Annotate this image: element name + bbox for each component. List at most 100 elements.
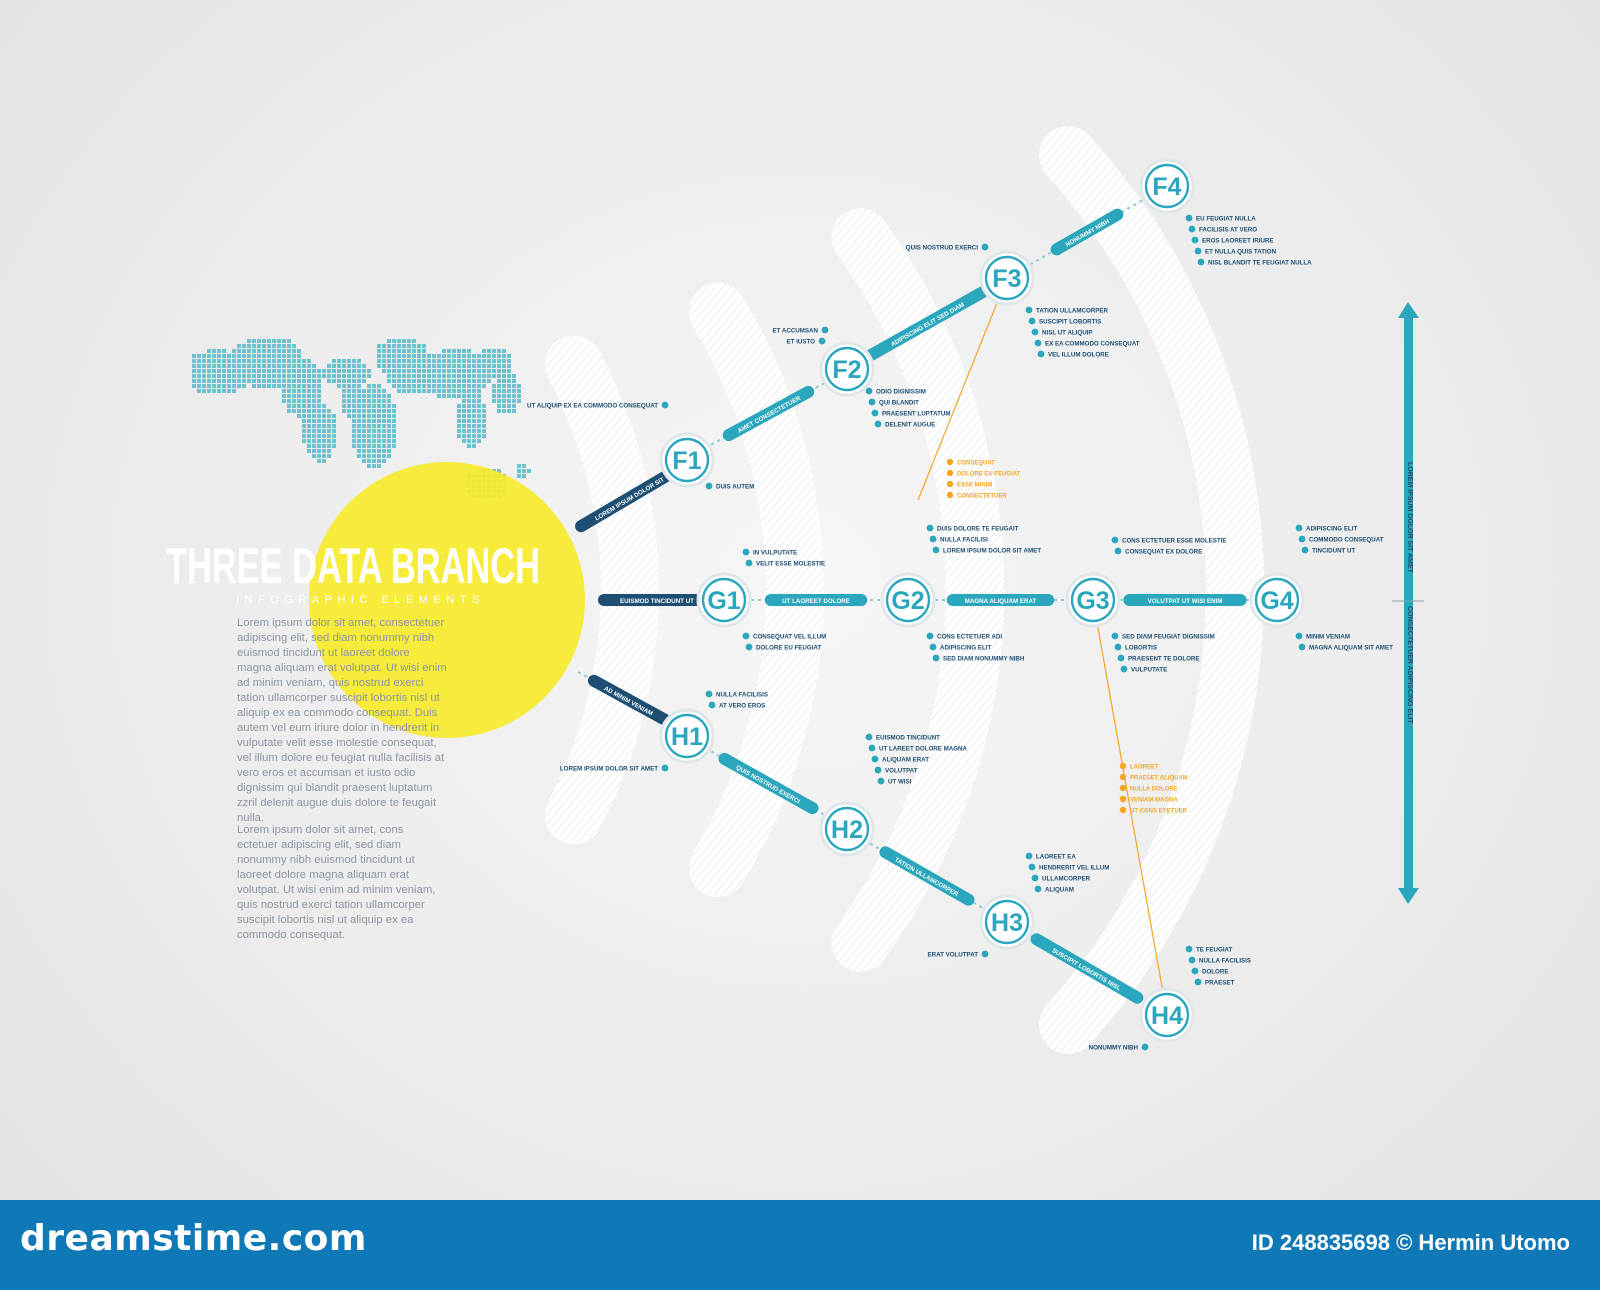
node-item-label: LOREM IPSUM DOLOR SIT AMET	[560, 765, 658, 772]
map-dot	[367, 444, 371, 448]
map-dot	[287, 389, 291, 393]
map-dot	[272, 364, 276, 368]
label-bullet	[1037, 350, 1045, 358]
map-dot	[452, 349, 456, 353]
page-subtitle: INFOGRAPHIC ELEMENTS	[236, 594, 485, 606]
node-item-label: QUI BLANDIT	[879, 399, 919, 406]
map-dot	[457, 404, 461, 408]
map-dot	[452, 364, 456, 368]
label-bullet	[1194, 247, 1202, 255]
map-dot	[447, 369, 451, 373]
map-dot	[427, 374, 431, 378]
map-dot	[422, 374, 426, 378]
map-dot	[357, 409, 361, 413]
map-dot	[282, 359, 286, 363]
map-dot	[457, 354, 461, 358]
map-dot	[322, 414, 326, 418]
map-dot	[387, 434, 391, 438]
map-dot	[332, 429, 336, 433]
node-item-label: UT LAREET DOLORE MAGNA	[879, 745, 968, 752]
map-dot	[422, 359, 426, 363]
map-dot	[407, 339, 411, 343]
map-dot	[447, 384, 451, 388]
map-dot	[267, 364, 271, 368]
map-dot	[392, 354, 396, 358]
map-dot	[447, 349, 451, 353]
map-dot	[397, 344, 401, 348]
map-dot	[257, 359, 261, 363]
map-dot	[432, 369, 436, 373]
map-dot	[412, 359, 416, 363]
map-dot	[387, 444, 391, 448]
map-dot	[432, 359, 436, 363]
node-item-label: LAOREET EA	[1036, 853, 1076, 860]
map-dot	[357, 394, 361, 398]
map-dot	[382, 344, 386, 348]
map-dot	[357, 379, 361, 383]
map-dot	[232, 384, 236, 388]
map-dot	[507, 374, 511, 378]
map-dot	[257, 354, 261, 358]
map-dot	[277, 384, 281, 388]
connector-pill-shape	[1123, 594, 1247, 606]
map-dot	[357, 449, 361, 453]
label-bullet	[1111, 632, 1119, 640]
label-bullet	[877, 777, 885, 785]
map-dot	[312, 364, 316, 368]
map-dot	[287, 409, 291, 413]
map-dot	[252, 379, 256, 383]
map-dot	[397, 389, 401, 393]
map-dot	[462, 374, 466, 378]
map-dot	[492, 374, 496, 378]
map-dot	[472, 429, 476, 433]
map-dot	[457, 374, 461, 378]
map-dot	[232, 389, 236, 393]
map-dot	[327, 374, 331, 378]
map-dot	[387, 379, 391, 383]
map-dot	[502, 384, 506, 388]
map-dot	[362, 409, 366, 413]
map-dot	[362, 439, 366, 443]
map-dot	[447, 389, 451, 393]
map-dot	[317, 374, 321, 378]
map-dot	[482, 424, 486, 428]
orange-bullet	[1119, 784, 1127, 792]
map-dot	[222, 389, 226, 393]
connector-pill-shape	[946, 594, 1055, 606]
connector-pill-shape	[722, 385, 815, 442]
map-dot	[522, 464, 526, 468]
map-dot	[467, 349, 471, 353]
label-bullet	[865, 387, 873, 395]
map-dot	[387, 424, 391, 428]
node-item-label: UT WISI	[888, 778, 912, 785]
map-dot	[457, 419, 461, 423]
map-dot	[437, 394, 441, 398]
map-dot	[362, 394, 366, 398]
map-dot	[302, 399, 306, 403]
map-dot	[417, 379, 421, 383]
map-dot	[272, 339, 276, 343]
map-dot	[347, 374, 351, 378]
node-item-label: NISL BLANDIT TE FEUGIAT NULLA	[1208, 259, 1312, 266]
map-dot	[467, 414, 471, 418]
map-dot	[372, 399, 376, 403]
map-dot	[197, 374, 201, 378]
map-dot	[247, 349, 251, 353]
footer-brand[interactable]: dreamstime.com	[20, 1218, 367, 1259]
map-dot	[467, 369, 471, 373]
map-dot	[287, 374, 291, 378]
map-dot	[392, 349, 396, 353]
map-dot	[247, 369, 251, 373]
map-dot	[227, 359, 231, 363]
footer-credit: ID 248835698 © Hermin Utomo	[1251, 1230, 1570, 1255]
map-dot	[202, 369, 206, 373]
map-dot	[357, 439, 361, 443]
map-dot	[472, 394, 476, 398]
label-bullet	[1141, 1043, 1149, 1051]
map-dot	[242, 379, 246, 383]
map-dot	[252, 354, 256, 358]
map-dot	[502, 389, 506, 393]
map-dot	[337, 369, 341, 373]
map-dot	[372, 394, 376, 398]
map-dot	[372, 419, 376, 423]
